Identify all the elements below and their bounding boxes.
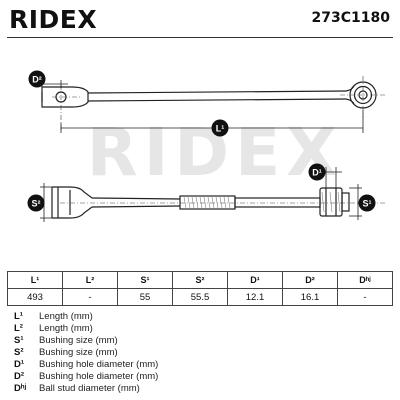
spec-value-d2: 16.1 xyxy=(282,288,338,306)
spec-header-l1: L¹ xyxy=(7,271,63,289)
spec-header-s1: S¹ xyxy=(117,271,173,289)
legend-symbol: S² xyxy=(14,347,24,358)
technical-drawing: RIDEX xyxy=(27,70,385,222)
s1-dimension xyxy=(349,184,362,220)
legend-symbol: D¹ xyxy=(14,359,25,370)
spec-value-s1: 55 xyxy=(117,288,173,306)
label-s2: S² xyxy=(27,194,45,212)
legend-item: L¹ Length (mm) xyxy=(14,311,158,323)
legend-item: Dʰʲ Ball stud diameter (mm) xyxy=(14,383,158,395)
spec-table-value-row: 493 - 55 55.5 12.1 16.1 - xyxy=(7,288,393,306)
legend-description: Length (mm) xyxy=(39,323,93,334)
thread-hatch xyxy=(183,191,341,213)
label-d2: D² xyxy=(28,70,46,88)
legend-symbol: L¹ xyxy=(14,311,23,322)
spec-value-l1: 493 xyxy=(7,288,63,306)
legend-item: S² Bushing size (mm) xyxy=(14,347,158,359)
part-number: 273C1180 xyxy=(311,10,390,26)
label-s1: S¹ xyxy=(358,194,376,212)
spec-header-dhj: Dʰʲ xyxy=(337,271,393,289)
legend-symbol: S¹ xyxy=(14,335,24,346)
label-l1-text: L¹ xyxy=(216,124,225,134)
label-d2-text: D² xyxy=(32,75,42,85)
legend-description: Bushing size (mm) xyxy=(39,335,118,346)
spec-value-d1: 12.1 xyxy=(227,288,283,306)
center-lines xyxy=(52,76,385,204)
legend-item: D¹ Bushing hole diameter (mm) xyxy=(14,359,158,371)
legend-symbol: Dʰʲ xyxy=(14,383,27,394)
header-divider xyxy=(7,37,393,38)
top-arm xyxy=(41,81,377,109)
legend-item: L² Length (mm) xyxy=(14,323,158,335)
legend: L¹ Length (mm) L² Length (mm) S¹ Bushing… xyxy=(14,311,158,395)
spec-value-l2: - xyxy=(62,288,118,306)
spec-table-header-row: L¹ L² S¹ S² D¹ D² Dʰʲ xyxy=(7,271,393,289)
label-l1: L¹ xyxy=(211,119,229,137)
spec-header-s2: S² xyxy=(172,271,228,289)
legend-description: Bushing hole diameter (mm) xyxy=(39,359,159,370)
legend-symbol: D² xyxy=(14,371,25,382)
spec-header-d2: D² xyxy=(282,271,338,289)
label-d1-text: D¹ xyxy=(312,168,322,178)
legend-description: Ball stud diameter (mm) xyxy=(39,383,140,394)
legend-description: Length (mm) xyxy=(39,311,93,322)
label-s2-text: S² xyxy=(32,199,41,209)
side-arm xyxy=(51,186,350,219)
spec-header-l2: L² xyxy=(62,271,118,289)
spec-value-dhj: - xyxy=(337,288,393,306)
legend-item: D² Bushing hole diameter (mm) xyxy=(14,371,158,383)
legend-symbol: L² xyxy=(14,323,23,334)
label-s1-text: S¹ xyxy=(363,199,372,209)
label-d1: D¹ xyxy=(308,163,326,181)
legend-description: Bushing size (mm) xyxy=(39,347,118,358)
legend-item: S¹ Bushing size (mm) xyxy=(14,335,158,347)
spec-header-d1: D¹ xyxy=(227,271,283,289)
legend-description: Bushing hole diameter (mm) xyxy=(39,371,159,382)
spec-value-s2: 55.5 xyxy=(172,288,228,306)
spec-table: L¹ L² S¹ S² D¹ D² Dʰʲ 493 - 55 55.5 12.1… xyxy=(7,271,393,306)
brand-logo: RIDEX xyxy=(9,5,98,34)
